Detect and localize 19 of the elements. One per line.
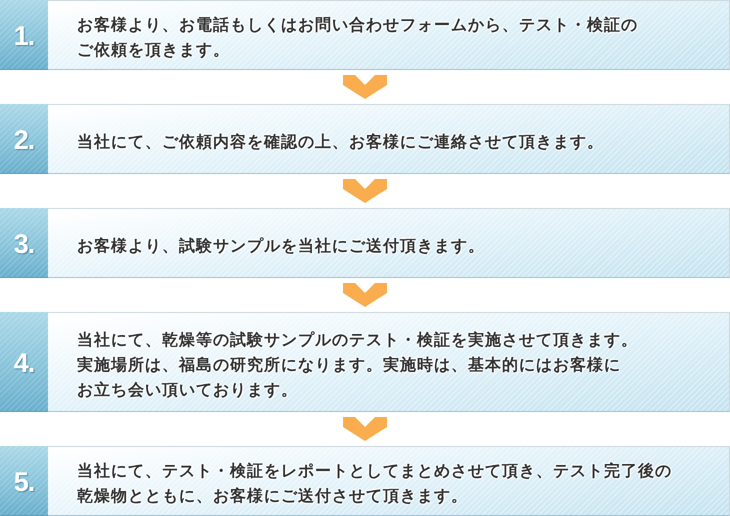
step-box	[0, 446, 730, 516]
step-number: 5.	[0, 446, 48, 516]
chevron-arrow	[343, 75, 387, 99]
step-box	[0, 312, 730, 412]
step-box	[0, 104, 730, 174]
step-number: 4.	[0, 312, 48, 412]
chevron-arrow	[343, 283, 387, 307]
step-description: 当社にて、テスト・検証をレポートとしてまとめさせて頂き、テスト完了後の乾燥物とともに、お客様にご送付させて頂きます。	[77, 460, 672, 507]
step-description: 当社にて、乾燥等の試験サンプルのテスト・検証を実施させて頂きます。実施場所は、福島の研究所になります。実施時は、基本的にはお客様にお立ち会い頂いております。	[77, 329, 638, 401]
step-number: 2.	[0, 104, 48, 174]
step-box	[0, 0, 730, 70]
chevron-arrow	[343, 179, 387, 203]
step-description: お客様より、お電話もしくはお問い合わせフォームから、テスト・検証のご依頼を頂きます。	[77, 14, 638, 61]
step-number: 3.	[0, 208, 48, 278]
step-number: 1.	[0, 0, 48, 70]
chevron-arrow	[343, 417, 387, 441]
step-box	[0, 208, 730, 278]
step-description: 当社にて、ご依頼内容を確認の上、お客様にご連絡させて頂きます。	[77, 131, 604, 153]
step-description: お客様より、試験サンプルを当社にご送付頂きます。	[77, 235, 485, 257]
